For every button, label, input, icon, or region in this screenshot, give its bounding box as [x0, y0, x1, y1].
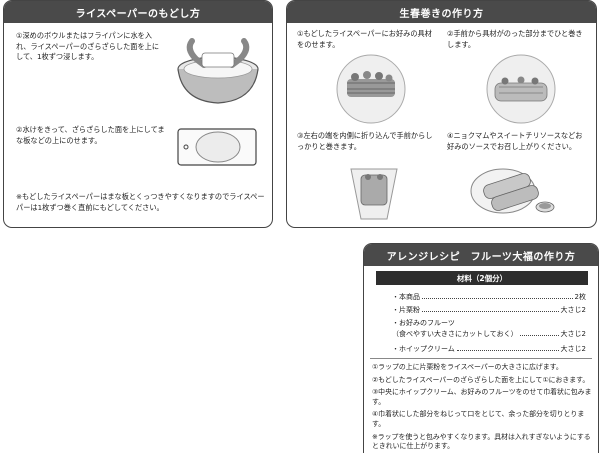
ingredient-amount: 大さじ2	[560, 306, 586, 314]
ingredient-name: （食べやすい大きさにカットしておく）	[392, 330, 518, 338]
rice-paper-title: ライスペーパーのもどし方	[4, 1, 272, 23]
roll-step-1: ①もどしたライスペーパーにお好みの具材をのせます。	[297, 29, 432, 49]
roll-step-2: ②手前から具材がのった部分までひと巻きします。	[447, 29, 583, 49]
rice-note: ※もどしたライスペーパーはまな板とくっつきやすくなりますのでライスペーパーは1枚…	[16, 192, 265, 212]
first-roll-illustration	[486, 54, 556, 124]
bowl-illustration	[177, 38, 259, 104]
ingredient-row: ・片栗粉 大さじ2	[392, 302, 586, 315]
arrange-step: ①ラップの上に片栗粉をライスペーパーの大きさに広げます。	[372, 363, 563, 371]
ingredient-name: ・片栗粉	[392, 306, 420, 314]
spring-roll-panel: 生春巻きの作り方 ①もどしたライスペーパーにお好みの具材をのせます。 ②手前から…	[286, 0, 597, 228]
ingredient-amount: 2枚	[574, 293, 586, 301]
ingredient-row: ・お好みのフルーツ	[392, 315, 586, 328]
spring-roll-title: 生春巻きの作り方	[287, 1, 596, 23]
roll-step-4: ④ニョクマムやスイートチリソースなどお好みのソースでお召し上がりください。	[447, 131, 583, 151]
rice-paper-panel: ライスペーパーのもどし方 ①深めのボウルまたはフライパンに水を入れ、ライスペーパ…	[3, 0, 273, 228]
ingredient-list: ・本商品 2枚 ・片栗粉 大さじ2 ・お好みのフルーツ （食べやすい大きさにカッ…	[392, 289, 586, 354]
roll-step-3: ③左右の端を内側に折り込んで手前からしっかりと巻きます。	[297, 131, 433, 151]
ingredient-amount: 大さじ2	[560, 330, 586, 338]
ingredient-name: ・本商品	[392, 293, 420, 301]
arrange-note: ※ラップを使うと包みやすくなります。具材は入れすぎないようにするときれいに仕上が…	[372, 432, 591, 451]
folded-roll-illustration	[350, 168, 398, 220]
ingredient-amount: 大さじ2	[560, 345, 586, 353]
ingredient-row: ・本商品 2枚	[392, 289, 586, 302]
ingredient-name: ・お好みのフルーツ	[392, 319, 455, 327]
rice-step-2: ②水けをきって、ざらざらした面を上にしてまな板などの上にのせます。	[16, 125, 165, 145]
arrange-step: ②もどしたライスペーパーのざらざらした面を上にして①におきます。	[372, 375, 590, 384]
materials-header: 材料（2個分）	[376, 271, 588, 285]
section-divider	[370, 358, 592, 359]
paper-with-filling-illustration	[336, 54, 406, 124]
ingredient-row: ・ホイップクリーム 大さじ2	[392, 339, 586, 354]
arrange-step: ③中央にホイップクリーム、お好みのフルーツをのせて巾着状に包みます。	[372, 388, 592, 406]
arrange-steps: ①ラップの上に片栗粉をライスペーパーの大きさに広げます。 ②もどしたライスペーパ…	[372, 363, 594, 453]
served-rolls-illustration	[470, 168, 555, 214]
arrange-step: ④巾着状にした部分をねじって口をとじて、余った部分を切りとります。	[372, 410, 585, 428]
cutting-board-illustration	[177, 128, 257, 166]
arrange-recipe-title: アレンジレシピ フルーツ大福の作り方	[364, 244, 598, 266]
ingredient-name: ・ホイップクリーム	[392, 345, 455, 353]
ingredient-row: （食べやすい大きさにカットしておく） 大さじ2	[392, 328, 586, 339]
rice-step-1: ①深めのボウルまたはフライパンに水を入れ、ライスペーパーのざらざらした面を上にし…	[16, 31, 160, 61]
arrange-recipe-panel: アレンジレシピ フルーツ大福の作り方 材料（2個分） ・本商品 2枚 ・片栗粉 …	[363, 243, 599, 453]
